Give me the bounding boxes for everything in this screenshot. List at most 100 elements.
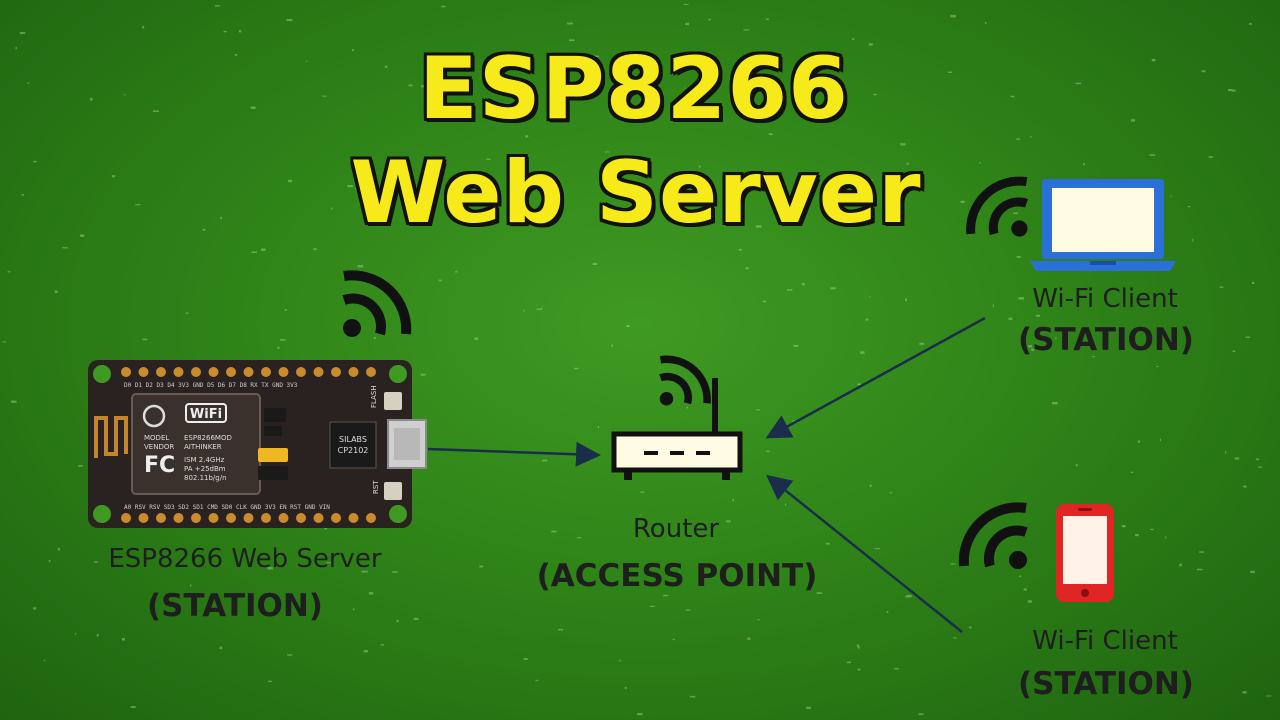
- texture-speck: [326, 562, 331, 564]
- texture-speck: [726, 520, 731, 523]
- texture-speck: [754, 66, 759, 68]
- board-pin: [226, 513, 236, 523]
- board-fc: FC: [144, 453, 175, 478]
- arrow-laptop-router: [765, 316, 986, 439]
- texture-speck: [267, 567, 273, 570]
- texture-speck: [637, 713, 643, 716]
- texture-speck: [624, 687, 627, 689]
- texture-speck: [384, 65, 388, 68]
- texture-speck: [1201, 70, 1206, 73]
- board-pin: [313, 513, 324, 523]
- texture-speck: [413, 617, 419, 620]
- texture-speck: [597, 426, 599, 428]
- texture-speck: [142, 338, 148, 341]
- texture-speck: [1151, 58, 1156, 62]
- texture-speck: [324, 527, 327, 530]
- texture-speck: [380, 644, 385, 646]
- texture-speck: [758, 579, 763, 581]
- texture-speck: [857, 668, 861, 671]
- texture-speck: [801, 283, 805, 286]
- router-name-label: Router: [632, 514, 720, 544]
- texture-speck: [268, 680, 272, 682]
- texture-speck: [732, 499, 734, 502]
- texture-speck: [806, 706, 811, 709]
- texture-speck: [869, 484, 872, 487]
- texture-speck: [10, 400, 17, 403]
- texture-speck: [834, 189, 836, 191]
- texture-speck: [523, 658, 528, 660]
- texture-speck: [625, 172, 629, 175]
- texture-speck: [905, 595, 910, 598]
- wifi-icon: [966, 176, 1029, 237]
- texture-speck: [57, 548, 60, 551]
- board-pin: [243, 367, 254, 377]
- board-wifi-badge: WiFi: [190, 407, 222, 422]
- laptop-client-name-label: Wi-Fi Client: [1032, 284, 1178, 314]
- texture-speck: [1075, 82, 1081, 85]
- texture-speck: [838, 219, 843, 222]
- texture-speck: [1208, 156, 1213, 158]
- texture-speck: [1170, 195, 1172, 197]
- texture-speck: [486, 158, 491, 160]
- board-pin: [156, 513, 166, 523]
- board-pin: [348, 367, 359, 377]
- texture-speck: [919, 342, 925, 345]
- texture-speck: [441, 5, 446, 8]
- texture-speck: [953, 637, 957, 639]
- texture-speck: [755, 409, 761, 411]
- texture-speck: [373, 336, 376, 340]
- texture-speck: [977, 213, 980, 215]
- texture-speck: [1265, 695, 1272, 697]
- texture-speck: [347, 185, 354, 188]
- texture-speck: [1131, 119, 1135, 122]
- texture-speck: [685, 22, 690, 26]
- router-role-label: (ACCESS POINT): [536, 558, 818, 594]
- texture-speck: [352, 49, 354, 52]
- texture-speck: [683, 3, 689, 5]
- texture-speck: [361, 570, 368, 573]
- texture-speck: [277, 346, 280, 349]
- phone-client-role-label: (STATION): [1018, 666, 1194, 702]
- texture-speck: [1135, 534, 1139, 537]
- board-model-label: MODEL: [144, 434, 169, 442]
- esp-name-label: ESP8266 Web Server: [108, 544, 382, 574]
- texture-speck: [1092, 356, 1095, 358]
- texture-speck: [574, 367, 579, 370]
- texture-speck: [1199, 551, 1205, 553]
- texture-speck: [663, 594, 669, 597]
- texture-speck: [1019, 575, 1022, 577]
- arrow-phone-router: [766, 474, 963, 633]
- texture-speck: [889, 492, 892, 494]
- texture-speck: [906, 162, 909, 165]
- texture-speck: [689, 695, 696, 698]
- board-pin: [296, 513, 306, 523]
- texture-speck: [567, 22, 573, 25]
- texture-speck: [684, 87, 686, 89]
- texture-speck: [1258, 466, 1263, 468]
- texture-speck: [852, 38, 855, 40]
- texture-speck: [189, 584, 192, 587]
- texture-speck: [1165, 536, 1167, 539]
- texture-speck: [708, 18, 711, 21]
- texture-speck: [1160, 438, 1162, 441]
- board-chip1: SILABS: [339, 435, 367, 444]
- texture-speck: [250, 106, 256, 109]
- wifi-icon: [958, 502, 1028, 569]
- texture-speck: [830, 287, 836, 290]
- texture-speck: [214, 5, 220, 7]
- texture-speck: [94, 561, 98, 563]
- phone-client-name-label: Wi-Fi Client: [1032, 626, 1178, 656]
- board-vendor-label: VENDOR: [144, 443, 174, 451]
- texture-speck: [33, 160, 37, 163]
- texture-speck: [757, 619, 760, 621]
- texture-speck: [551, 530, 557, 533]
- texture-speck: [313, 248, 317, 250]
- texture-speck: [685, 609, 691, 611]
- texture-speck: [947, 71, 952, 73]
- texture-speck: [1051, 402, 1058, 405]
- texture-speck: [48, 560, 51, 563]
- texture-speck: [239, 30, 242, 33]
- texture-speck: [960, 200, 965, 203]
- texture-speck: [860, 351, 865, 354]
- laptop-icon: [1030, 179, 1176, 271]
